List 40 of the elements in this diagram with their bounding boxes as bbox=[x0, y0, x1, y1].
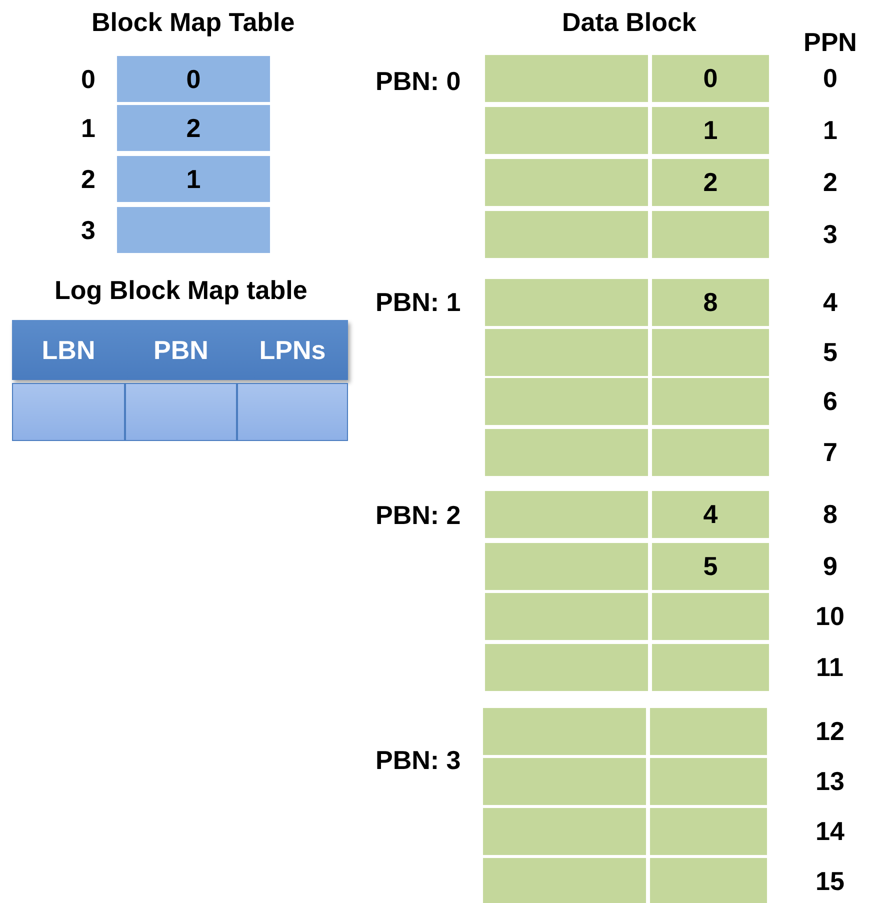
page-number: 7 bbox=[823, 437, 838, 467]
row-index: 3 bbox=[81, 215, 96, 245]
page-number: 4 bbox=[823, 287, 838, 317]
page-number: 8 bbox=[823, 499, 838, 529]
block-label: PBN: 1 bbox=[376, 286, 461, 316]
block-label: PBN: 2 bbox=[376, 500, 461, 530]
page-number: 9 bbox=[823, 551, 838, 581]
page-number: 10 bbox=[816, 601, 844, 631]
row-index: 1 bbox=[81, 113, 96, 143]
column-header: LBN bbox=[40, 334, 96, 366]
column-header: LPNs bbox=[258, 334, 327, 366]
table-title: Block Map Table bbox=[92, 7, 295, 37]
page-number: 11 bbox=[816, 652, 844, 682]
table-cell: 0 bbox=[117, 56, 270, 102]
data-cell: 2 bbox=[652, 159, 769, 206]
column-title: PPN bbox=[804, 27, 857, 57]
data-cell: 5 bbox=[652, 543, 769, 590]
block-label: PBN: 0 bbox=[376, 66, 461, 96]
data-cell: 1 bbox=[652, 107, 769, 154]
page-number: 15 bbox=[816, 866, 844, 896]
page-number: 6 bbox=[823, 386, 838, 416]
column-title: Data Block bbox=[562, 7, 696, 37]
column-header: PBN bbox=[152, 334, 210, 366]
table-title: Log Block Map table bbox=[54, 275, 308, 305]
row-index: 0 bbox=[81, 64, 96, 94]
data-cell: 0 bbox=[652, 55, 769, 102]
table-cell: 1 bbox=[117, 156, 270, 202]
page-number: 13 bbox=[816, 766, 844, 796]
page-number: 0 bbox=[823, 63, 838, 93]
page-number: 3 bbox=[823, 219, 838, 249]
data-cell: 4 bbox=[652, 491, 769, 538]
page-number: 2 bbox=[823, 167, 838, 197]
table-cell: 2 bbox=[117, 105, 270, 151]
block-label: PBN: 3 bbox=[376, 744, 461, 774]
page-number: 12 bbox=[816, 716, 844, 746]
data-cell: 8 bbox=[652, 279, 769, 326]
page-number: 14 bbox=[816, 816, 844, 846]
page-number: 5 bbox=[823, 337, 838, 367]
row-index: 2 bbox=[81, 164, 96, 194]
page-number: 1 bbox=[823, 115, 838, 145]
